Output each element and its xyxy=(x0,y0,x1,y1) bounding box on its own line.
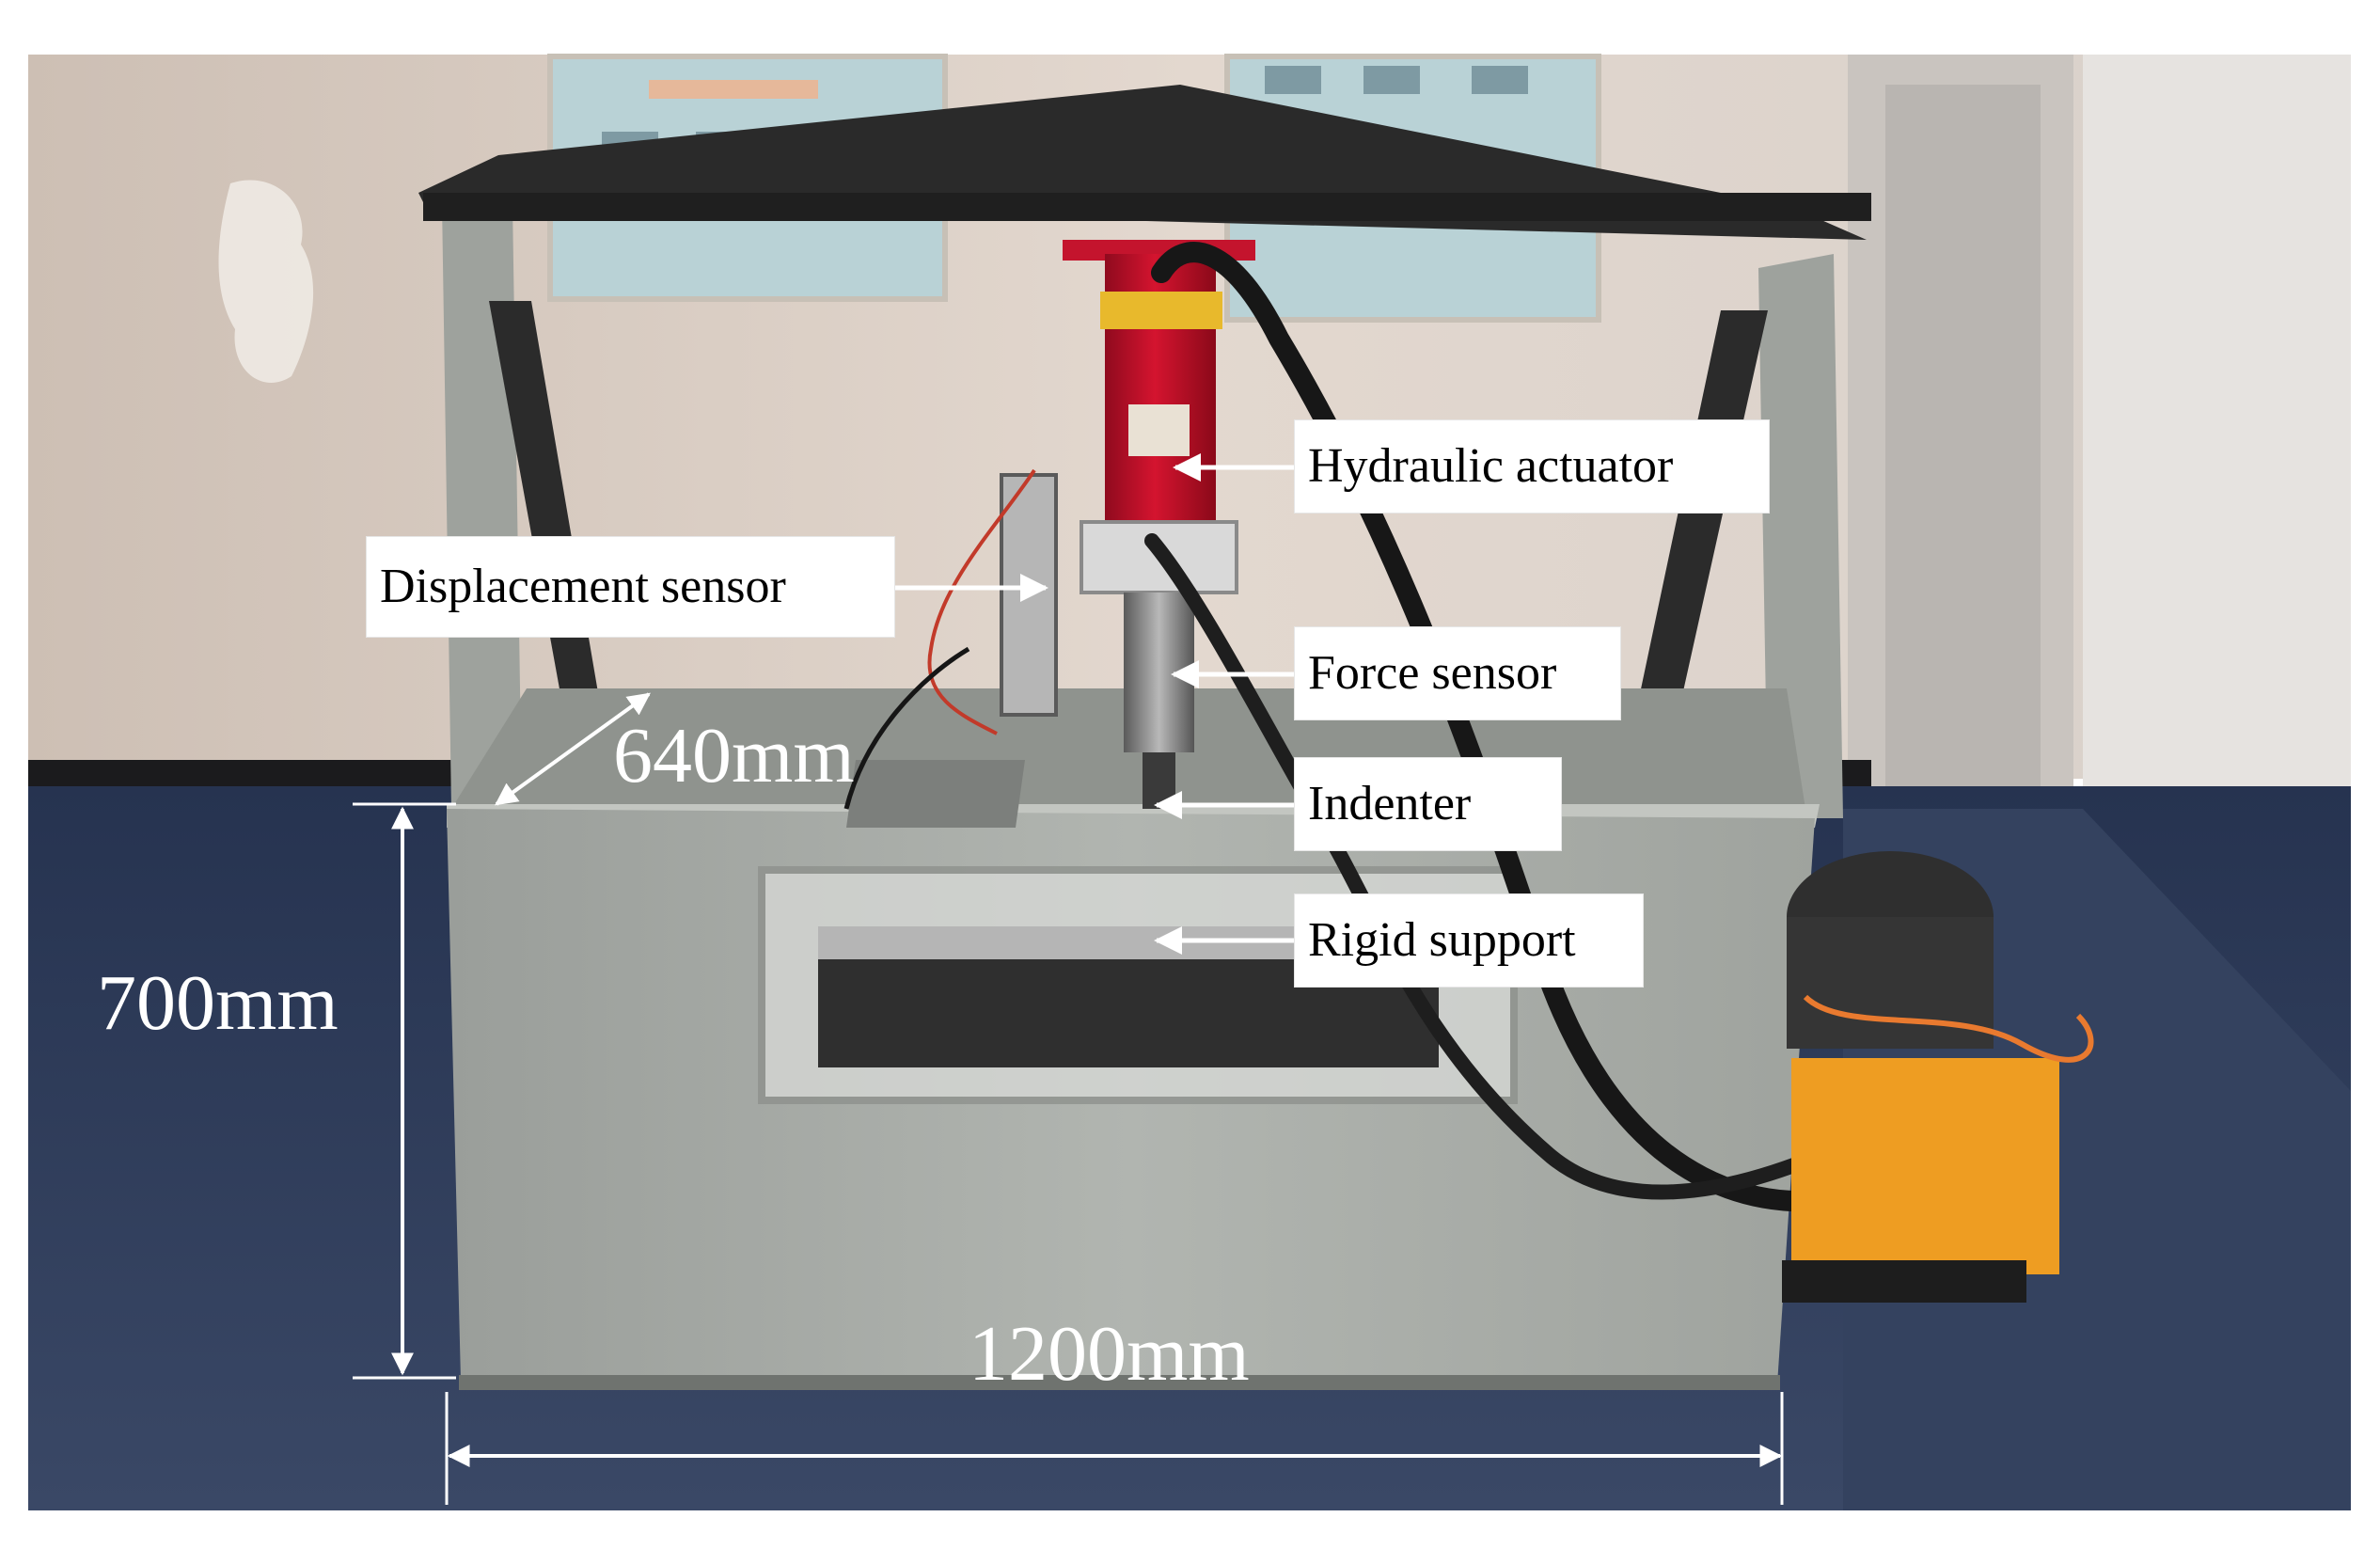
poster-thumb xyxy=(1363,66,1420,94)
wall-stain xyxy=(218,180,314,383)
actuator-tape xyxy=(1100,292,1222,329)
lid-plate xyxy=(846,760,1025,828)
frame-brace-right xyxy=(1631,310,1768,734)
door xyxy=(1885,85,2041,809)
label-displacement-sensor: Displacement sensor xyxy=(366,536,895,638)
pump-wires xyxy=(1803,994,2094,1063)
top-beam-flange xyxy=(423,193,1871,221)
sensor-wires xyxy=(927,468,1036,735)
label-force-sensor: Force sensor xyxy=(1294,626,1621,720)
pump-motor-body xyxy=(1787,917,1994,1049)
pump-tank xyxy=(1791,1058,2059,1274)
actuator-label xyxy=(1128,404,1190,456)
label-rigid-support: Rigid support xyxy=(1294,893,1644,988)
indenter-body xyxy=(1143,752,1175,809)
displacement-sensor-body xyxy=(1000,473,1058,717)
poster-header xyxy=(649,80,818,99)
label-hydraulic-actuator: Hydraulic actuator xyxy=(1294,419,1770,514)
tank-bottom-edge xyxy=(459,1375,1780,1390)
pump-base xyxy=(1782,1260,2026,1303)
hydraulic-hose-2 xyxy=(1144,533,1963,1200)
dimension-height-label: 700mm xyxy=(97,959,339,1047)
label-indenter: Indenter xyxy=(1294,757,1562,851)
dimension-width-label: 1200mm xyxy=(969,1310,1250,1398)
poster-thumb xyxy=(1265,66,1321,94)
sensor-wires-2 xyxy=(843,646,970,810)
dimension-depth-label: 640mm xyxy=(613,712,855,799)
frame-leg-right xyxy=(1758,254,1843,818)
dimension-line-depth xyxy=(495,692,651,806)
poster-thumb xyxy=(1472,66,1528,94)
